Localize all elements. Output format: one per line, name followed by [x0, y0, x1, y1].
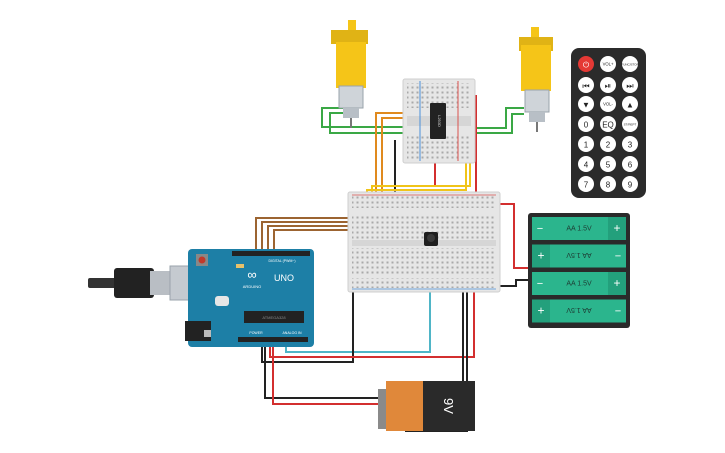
aa-cell: − + AA 1.5V [532, 217, 626, 240]
reset-button[interactable] [198, 256, 206, 264]
remote-button-next[interactable]: ⏭ [622, 77, 638, 93]
battery-9v-label: 9V [441, 398, 456, 414]
remote-button-st-rept[interactable]: ST/REPT [622, 116, 638, 132]
arduino-brand: ARDUINO [243, 284, 261, 289]
play-pause-icon: ⏯ [605, 82, 611, 91]
remote-button-label: 5 [606, 161, 611, 170]
remote-button-up[interactable]: ▲ [622, 96, 638, 112]
wire-green-right-motor-b [466, 113, 524, 134]
prev-icon: ⏮ [582, 82, 589, 91]
remote-button-one[interactable]: 1 [578, 136, 594, 152]
remote-button-func-stop[interactable]: FUNC/STOP [621, 56, 639, 72]
remote-button-five[interactable]: 5 [600, 156, 616, 172]
remote-button-label: 7 [584, 181, 589, 190]
motor-driver-chip-label: L293D [437, 115, 442, 127]
remote-button-two[interactable]: 2 [600, 136, 616, 152]
wire-brown-1 [255, 217, 360, 250]
arduino-analog-label: ANALOG IN [282, 331, 302, 335]
plus-icon: + [537, 249, 544, 263]
wire-green-left-motor-a [321, 107, 418, 128]
wire-red-9v [272, 337, 378, 405]
remote-button-eq[interactable]: EQ [600, 116, 616, 132]
remote-button-label: FUNC/STOP [621, 63, 638, 67]
remote-button-power[interactable]: ⏻ [578, 56, 594, 72]
remote-button-label: 3 [628, 141, 633, 150]
wire-brown-3 [267, 225, 360, 250]
remote-button-vol-up[interactable]: VOL+ [600, 56, 616, 72]
arduino-digital-label: DIGITAL (PWM~) [268, 259, 295, 263]
minus-icon: − [537, 223, 543, 235]
wire-green-right-motor-a [466, 107, 524, 129]
aa-cell: − + AA 1.5V [532, 272, 626, 295]
remote-button-three[interactable]: 3 [622, 136, 638, 152]
plus-icon: + [537, 304, 544, 318]
arduino-chip-label: ATMEGA328 [262, 315, 286, 320]
usb-cable [88, 278, 116, 288]
aa-battery-pack[interactable]: − + AA 1.5V − + AA 1.5V − + AA 1.5V − + AA 1.5V [528, 213, 630, 328]
up-icon: ▲ [626, 101, 634, 110]
aa-cell-label: AA 1.5V [566, 251, 592, 258]
aa-cell-label: AA 1.5V [566, 226, 592, 233]
remote-button-label: 4 [584, 161, 589, 170]
minus-icon: − [615, 306, 621, 318]
motor-driver-chip[interactable]: L293D [430, 103, 446, 139]
wire-black-aa [496, 279, 528, 287]
ir-receiver[interactable] [424, 232, 438, 246]
remote-button-label: VOL+ [603, 62, 614, 67]
remote-button-vol-down[interactable]: VOL- [600, 96, 616, 112]
dc-motor-right[interactable] [519, 27, 553, 132]
wire-black-gnd-arduino [261, 290, 354, 363]
remote-button-label: 9 [628, 181, 633, 190]
remote-button-label: 8 [606, 181, 611, 190]
wire-green-left-motor-b [329, 112, 418, 134]
plus-icon: + [613, 276, 620, 290]
remote-button-eight[interactable]: 8 [600, 176, 616, 192]
wire-brown-2 [261, 221, 360, 250]
remote-button-label: 2 [606, 141, 611, 150]
next-icon: ⏭ [626, 82, 633, 91]
remote-button-four[interactable]: 4 [578, 156, 594, 172]
remote-button-seven[interactable]: 7 [578, 176, 594, 192]
wire-black-9v [264, 337, 378, 399]
remote-button-six[interactable]: 6 [622, 156, 638, 172]
remote-button-label: EQ [602, 121, 614, 130]
ir-remote[interactable]: ⏻ VOL+ FUNC/STOP ⏮ ⏯ ⏭ ▼ VOL- ▲ 0 EQ ST/REPT 1 2 3 4 5 6 7… [571, 48, 646, 198]
remote-button-label: 0 [584, 121, 589, 130]
aa-cell-label: AA 1.5V [566, 306, 592, 313]
remote-button-zero[interactable]: 0 [578, 116, 594, 132]
arduino-model: UNO [274, 273, 294, 283]
arduino-logo-icon: ∞ [247, 267, 256, 282]
wire-brown-4 [273, 229, 360, 250]
aa-cell: − + AA 1.5V [532, 299, 626, 323]
remote-button-nine[interactable]: 9 [622, 176, 638, 192]
aa-cell-label: AA 1.5V [566, 281, 592, 288]
remote-button-label: VOL- [603, 102, 613, 107]
battery-9v[interactable]: 9V [378, 381, 475, 431]
arduino-uno-board[interactable]: ATMEGA328 ∞ ARDUINO UNO DIGITAL (PWM~) P… [88, 249, 314, 347]
remote-button-label: ST/REPT [624, 123, 637, 127]
remote-button-prev[interactable]: ⏮ [578, 77, 594, 93]
arduino-power-label: POWER [249, 331, 263, 335]
plus-icon: + [613, 221, 620, 235]
minus-icon: − [615, 251, 621, 263]
power-icon: ⏻ [583, 61, 590, 70]
dc-motor-left[interactable] [331, 20, 368, 128]
down-icon: ▼ [582, 101, 590, 110]
remote-button-label: 1 [584, 141, 589, 150]
remote-button-label: 6 [628, 161, 633, 170]
remote-button-play[interactable]: ⏯ [600, 77, 616, 93]
aa-cell: − + AA 1.5V [532, 244, 626, 268]
wire-red-aa [496, 203, 528, 269]
remote-button-down[interactable]: ▼ [578, 96, 594, 112]
minus-icon: − [537, 278, 543, 290]
